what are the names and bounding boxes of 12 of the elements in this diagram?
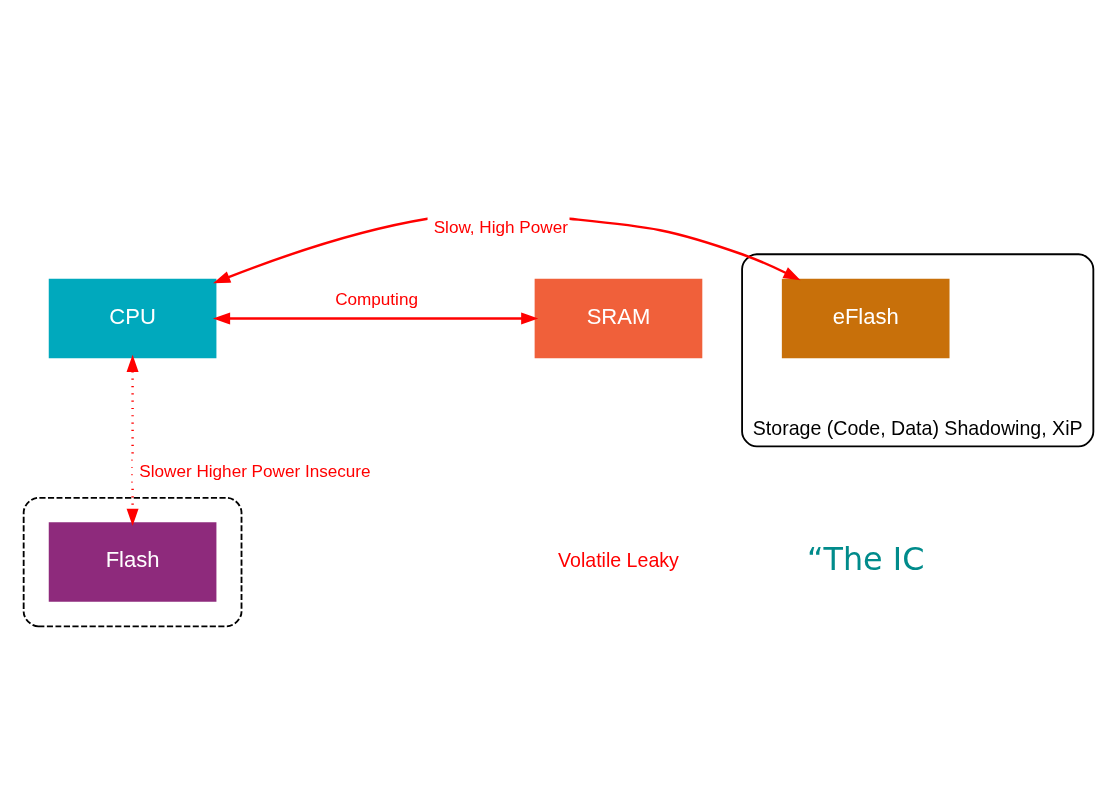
label: “The IC bbox=[807, 539, 925, 578]
node-box: CPU bbox=[48, 278, 217, 358]
node-box: eFlash bbox=[781, 278, 950, 358]
node-box: Flash bbox=[48, 521, 217, 602]
edge-label: Computing bbox=[335, 288, 418, 309]
edge-label: Slow, High Power bbox=[433, 216, 568, 237]
edge-label: Slower Higher Power Insecure bbox=[139, 460, 371, 481]
arrow bbox=[126, 354, 139, 526]
label: Volatile Leaky bbox=[558, 548, 679, 571]
arrow bbox=[212, 312, 539, 324]
cluster bbox=[22, 496, 243, 627]
node-box: SRAM bbox=[534, 278, 703, 358]
